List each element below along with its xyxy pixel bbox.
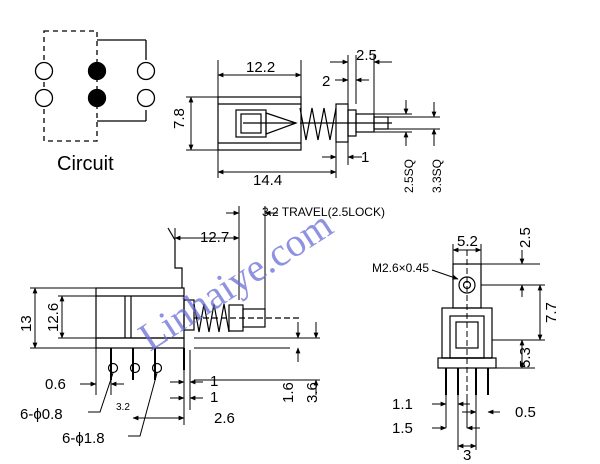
circuit-terminal xyxy=(34,88,54,108)
circuit-label: Circuit xyxy=(57,153,114,175)
dim-0-5: 0.5 xyxy=(515,404,536,421)
watermark: Linhaiye.com xyxy=(130,201,340,359)
dim-1-5: 1.5 xyxy=(392,420,413,437)
dim-1-6: 1.6 xyxy=(280,382,297,403)
dim-m2-6: M2.6×0.45 xyxy=(372,261,429,275)
circuit-common-terminal xyxy=(87,88,107,108)
dim-2-5-front: 2.5 xyxy=(517,227,534,248)
dim-5-2: 5.2 xyxy=(457,233,478,250)
circuit-terminal xyxy=(34,61,54,81)
dim-0-6: 0.6 xyxy=(45,376,66,393)
dim-14-4: 14.4 xyxy=(253,172,282,189)
dim-5-3: 5.3 xyxy=(517,347,534,368)
side-spring xyxy=(193,303,230,333)
dim-hole-0-8: 6-ϕ0.8 xyxy=(20,406,63,423)
top-view xyxy=(186,55,440,178)
dim-7-7: 7.7 xyxy=(543,302,560,323)
mounting-bracket xyxy=(174,240,183,288)
dim-2: 2 xyxy=(322,73,330,90)
side-view xyxy=(30,206,320,437)
dim-12-7: 12.7 xyxy=(200,229,229,246)
dim-3: 3 xyxy=(463,447,471,464)
dim-1-side-b: 1 xyxy=(210,389,218,406)
circuit-common-terminal xyxy=(87,61,107,81)
dim-travel: 3.2 TRAVEL(2.5LOCK) xyxy=(262,205,385,219)
dim-1-1: 1.1 xyxy=(392,396,413,413)
dim-3-6: 3.6 xyxy=(304,382,321,403)
pin-hole xyxy=(151,362,163,374)
dim-2-5-top: 2.5 xyxy=(356,47,377,64)
pin-hole xyxy=(107,362,119,374)
pin-hole xyxy=(129,362,141,374)
dim-2-6: 2.6 xyxy=(214,410,235,427)
front-view xyxy=(431,244,545,450)
dim-3-2: 3.2 xyxy=(116,402,130,413)
dim-12-2: 12.2 xyxy=(246,59,275,76)
dim-1-side-a: 1 xyxy=(210,373,218,390)
dim-hole-1-8: 6-ϕ1.8 xyxy=(62,430,105,447)
circuit-terminal xyxy=(136,88,156,108)
circuit-terminal xyxy=(136,61,156,81)
circuit-dashed-box xyxy=(43,30,98,142)
dim-13: 13 xyxy=(18,315,35,332)
circuit-diagram xyxy=(34,30,156,142)
dim-7-8: 7.8 xyxy=(171,108,188,129)
dim-3-3sq: 3.3SQ xyxy=(430,159,444,193)
dim-12-6: 12.6 xyxy=(45,303,62,332)
spring xyxy=(299,107,337,141)
dim-1-top: 1 xyxy=(361,149,369,166)
dim-2-5sq: 2.5SQ xyxy=(402,159,416,193)
